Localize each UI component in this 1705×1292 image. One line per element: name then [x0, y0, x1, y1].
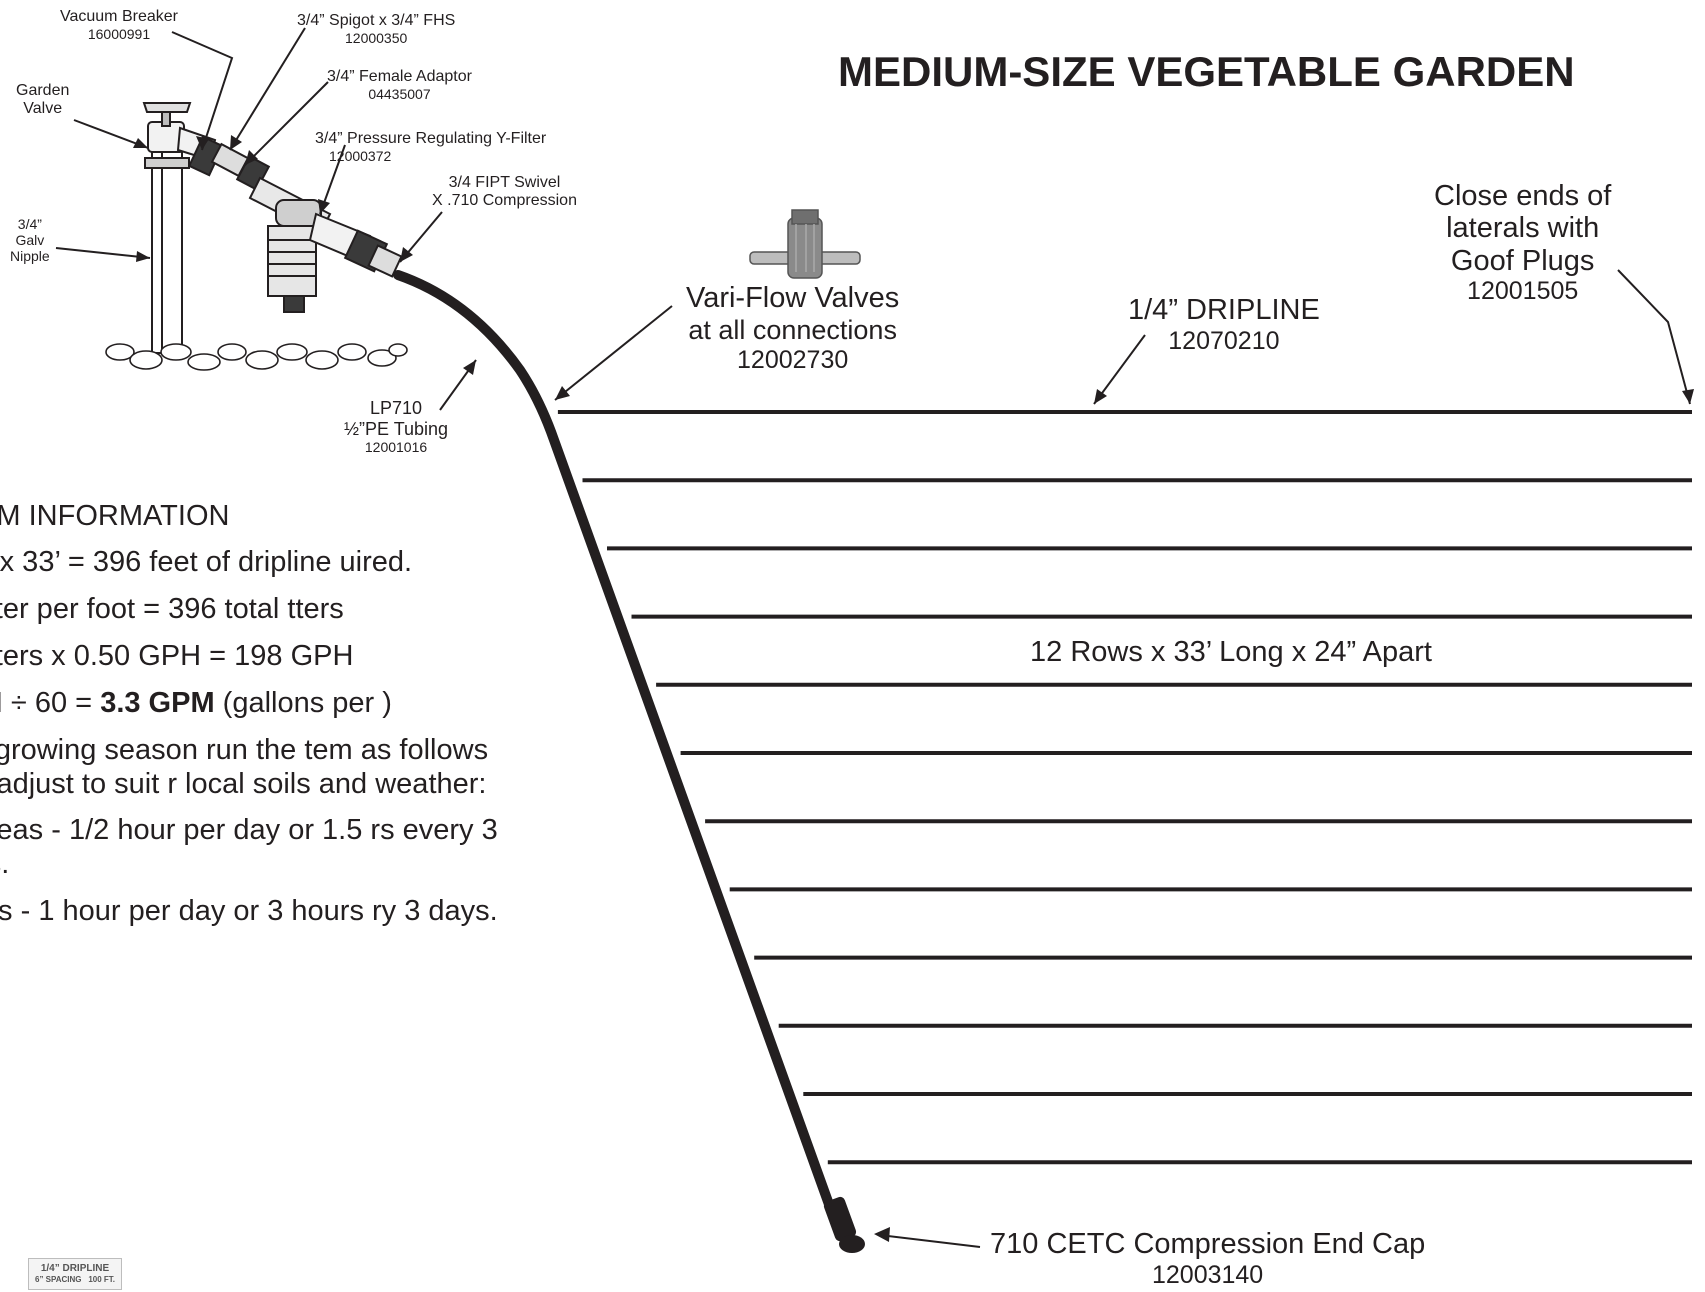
arrow-heads — [133, 135, 1694, 1242]
system-information: STEM INFORMATION ows x 33’ = 396 feet of… — [0, 500, 500, 942]
system-info-item: areas - 1 hour per day or 3 hours ry 3 d… — [0, 895, 498, 928]
supply-tubing — [393, 270, 845, 1240]
page-title: MEDIUM-SIZE VEGETABLE GARDEN — [838, 48, 1575, 95]
system-info-item: ol areas - 1/2 hour per day or 1.5 rs ev… — [0, 814, 498, 881]
end-cap-icon — [823, 1196, 865, 1253]
faucet-assembly-icon — [105, 102, 408, 371]
leader-arrows — [55, 27, 1691, 1248]
system-info-item-gpm: GPH ÷ 60 = 3.3 GPM (gallons per ) — [0, 686, 392, 719]
system-info-heading: STEM INFORMATION — [0, 500, 230, 532]
rows-label: 12 Rows x 33’ Long x 24” Apart — [1030, 636, 1432, 668]
vari-flow-valve-icon — [749, 209, 861, 279]
system-info-item: emitters x 0.50 GPH = 198 GPH — [0, 639, 354, 672]
system-info-item: eak growing season run the tem as follow… — [0, 733, 489, 800]
system-info-item: ows x 33’ = 396 feet of dripline uired. — [0, 545, 413, 578]
system-info-item: emitter per foot = 396 total tters — [0, 592, 344, 625]
dripline-rows — [557, 410, 1692, 1165]
